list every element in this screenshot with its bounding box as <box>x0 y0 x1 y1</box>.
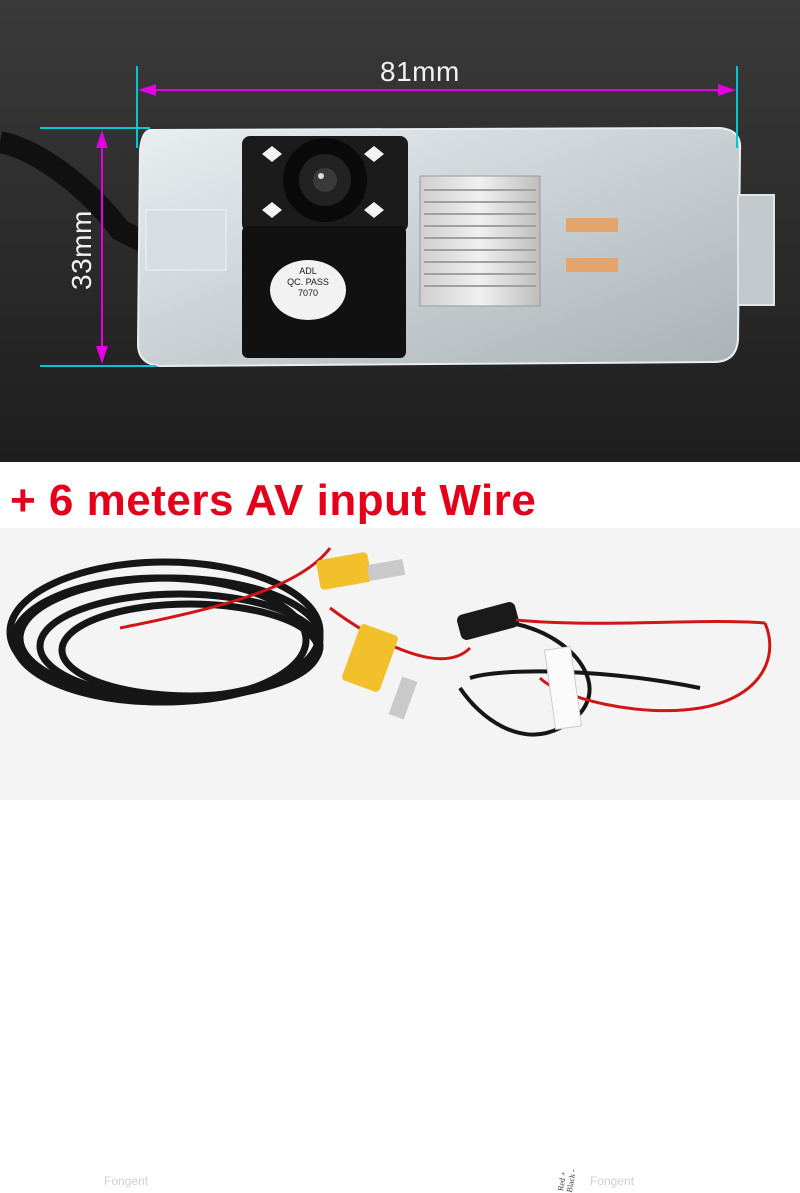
height-dimension-label: 33mm <box>66 210 97 290</box>
width-dimension-label: 81mm <box>380 56 460 87</box>
power-tag-label: Red + Black - <box>556 1167 578 1193</box>
cable-illustration <box>0 528 800 800</box>
cable-photo: Fongent Fongent Red + Black - <box>0 528 800 1193</box>
headline-text: + 6 meters AV input Wire <box>10 476 537 525</box>
camera-photo: 81mm 33mm ADL QC. PASS 7070 <box>0 0 800 462</box>
camera-illustration <box>0 0 800 462</box>
qc-stamp-line: 7070 <box>297 288 319 298</box>
qc-stamp-line: ADL <box>299 266 317 276</box>
watermark: Fongent <box>104 1174 149 1188</box>
watermark: Fongent <box>590 1174 635 1188</box>
qc-stamp-line: QC. PASS <box>287 277 329 287</box>
qc-stamp: ADL QC. PASS 7070 <box>273 266 343 299</box>
